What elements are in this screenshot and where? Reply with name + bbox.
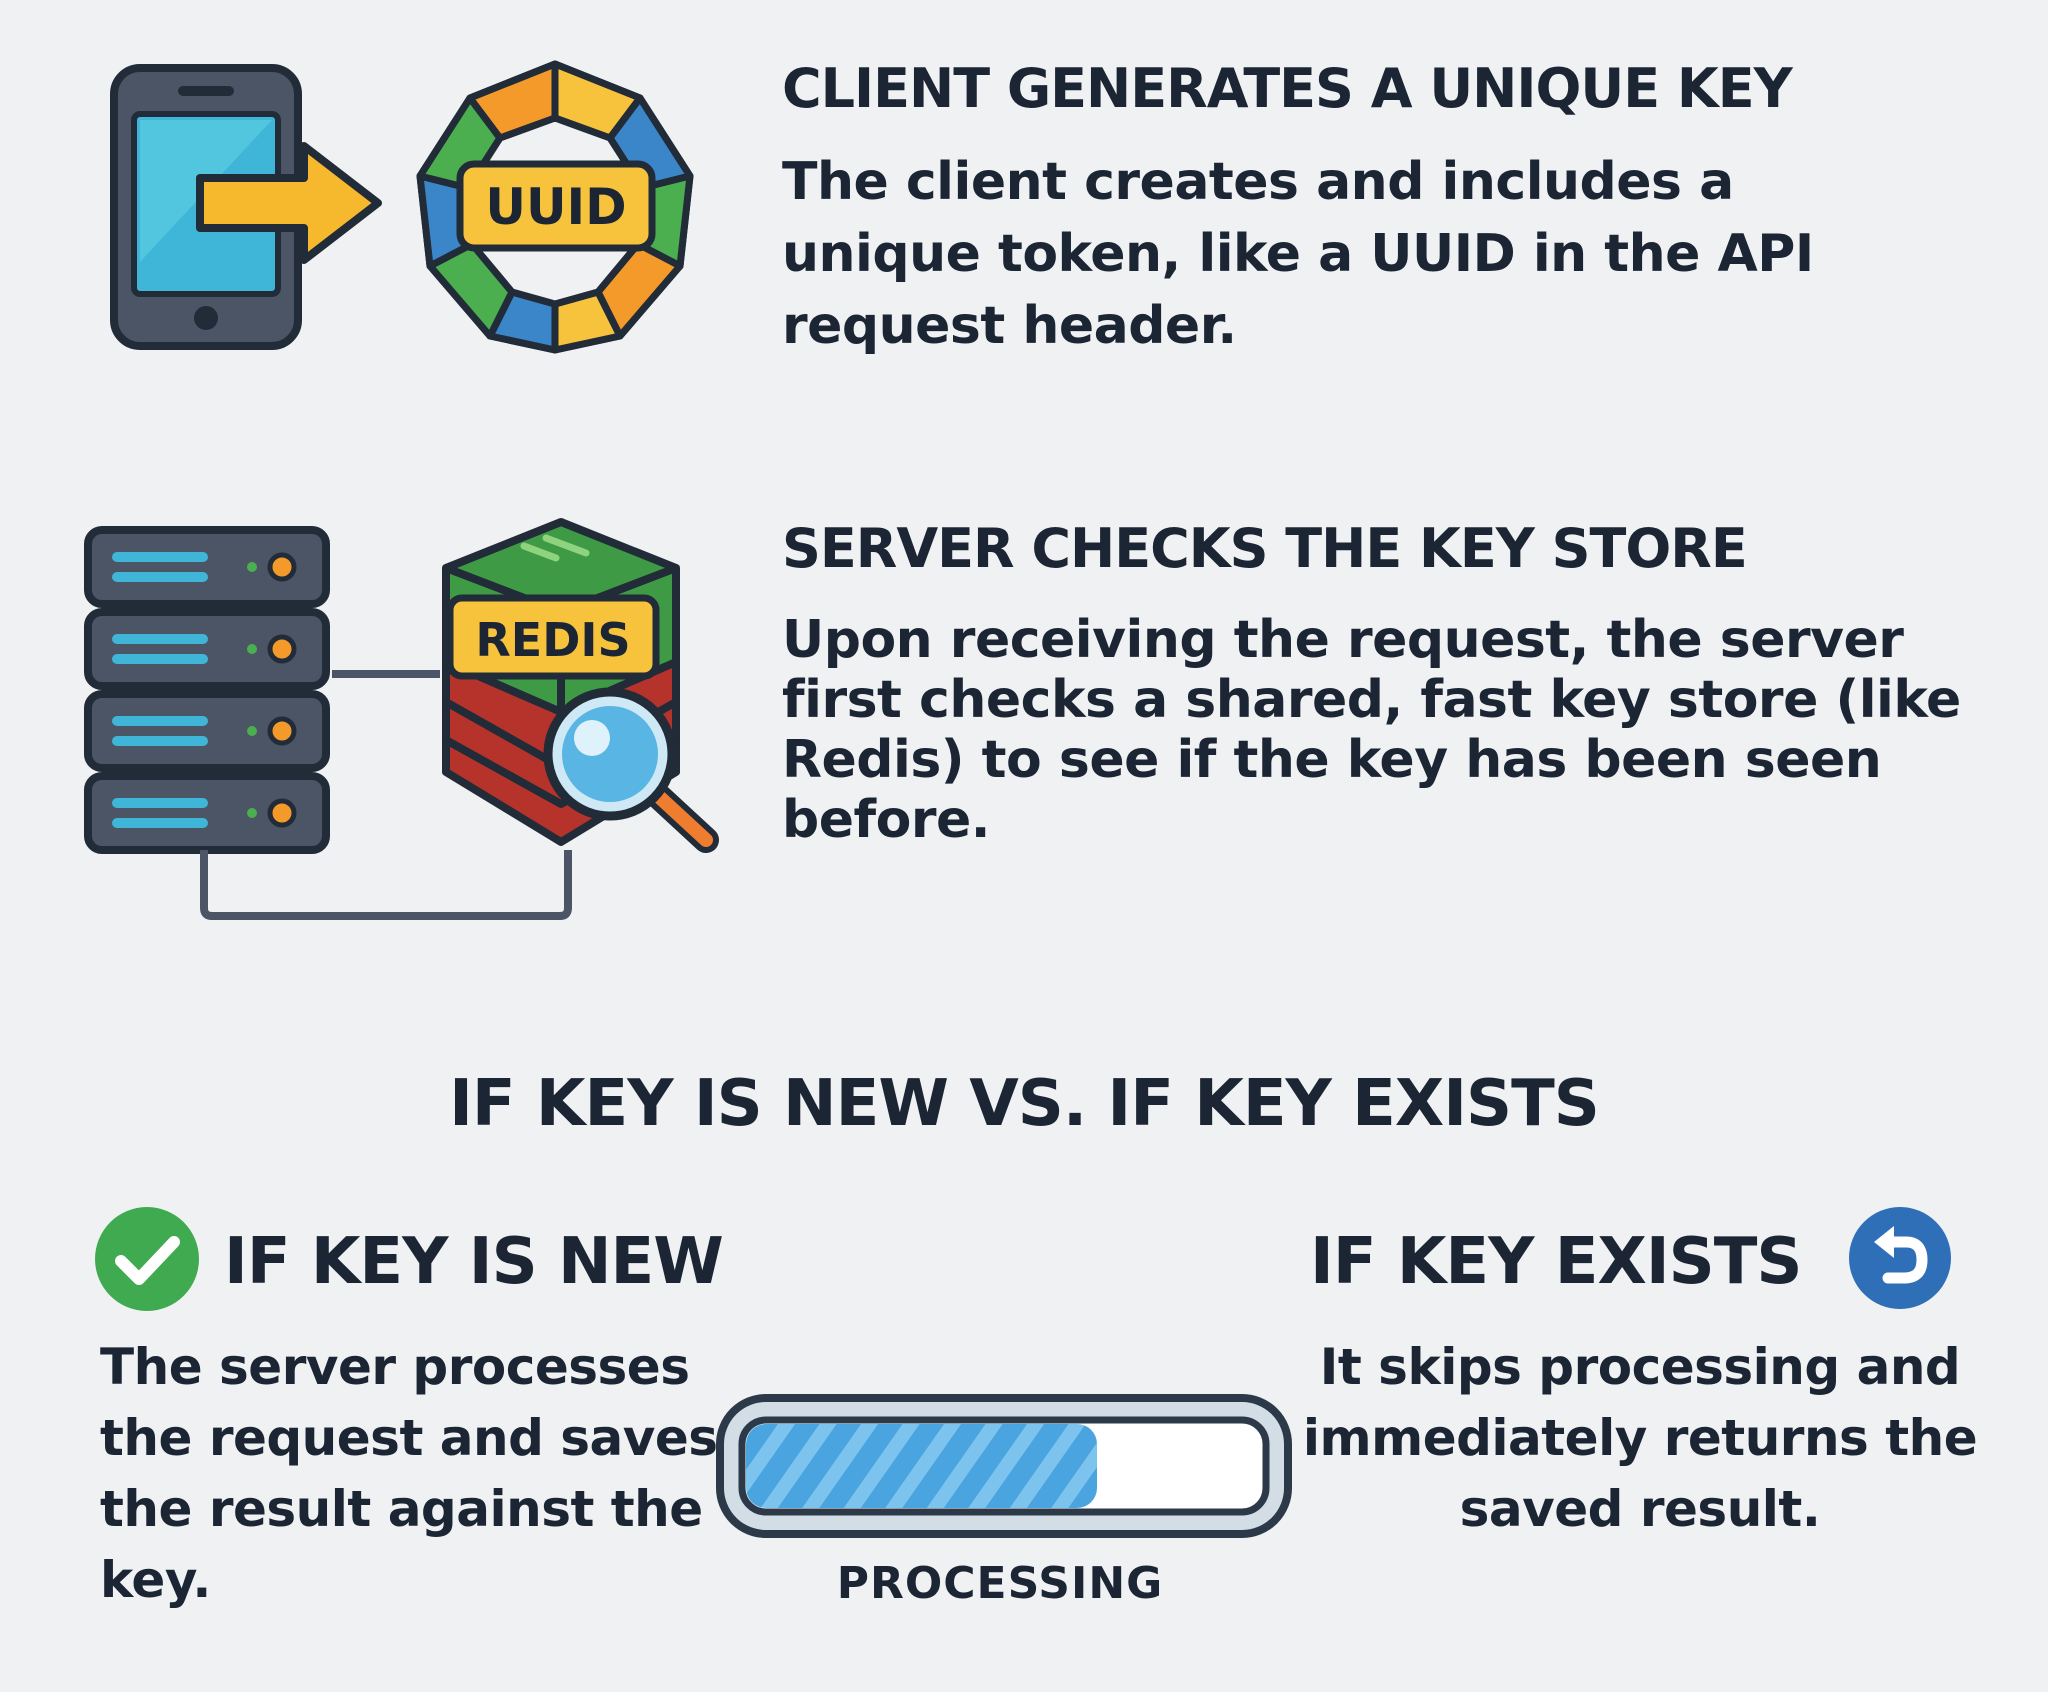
uuid-key-ring-icon: UUID bbox=[416, 60, 694, 354]
new-key-body: The server processes the request and sav… bbox=[100, 1338, 718, 1609]
existing-key-title: IF KEY EXISTS bbox=[1310, 1225, 1802, 1299]
return-arrow-circle-icon bbox=[1849, 1207, 1951, 1309]
step2-body: Upon receiving the request, the server f… bbox=[782, 610, 1961, 850]
server-connector-lines bbox=[200, 670, 572, 920]
existing-key-body: It skips processing and immediately retu… bbox=[1302, 1338, 1978, 1538]
uuid-badge-label: UUID bbox=[485, 178, 626, 236]
processing-label: PROCESSING bbox=[836, 1558, 1164, 1609]
redis-badge-label: REDIS bbox=[475, 613, 630, 667]
check-circle-icon bbox=[95, 1207, 199, 1311]
step1-title: CLIENT GENERATES A UNIQUE KEY bbox=[782, 57, 1793, 120]
step2-title: SERVER CHECKS THE KEY STORE bbox=[782, 517, 1748, 580]
server-rack-icon bbox=[84, 526, 330, 854]
magnifier-icon bbox=[543, 687, 719, 853]
new-key-title: IF KEY IS NEW bbox=[224, 1225, 724, 1299]
step1-body: The client creates and includes a unique… bbox=[782, 152, 1814, 356]
progress-fill bbox=[746, 1424, 1097, 1508]
arrow-right-icon bbox=[196, 142, 382, 264]
compare-title: IF KEY IS NEW VS. IF KEY EXISTS bbox=[449, 1067, 1600, 1141]
processing-progress-bar bbox=[716, 1394, 1292, 1538]
